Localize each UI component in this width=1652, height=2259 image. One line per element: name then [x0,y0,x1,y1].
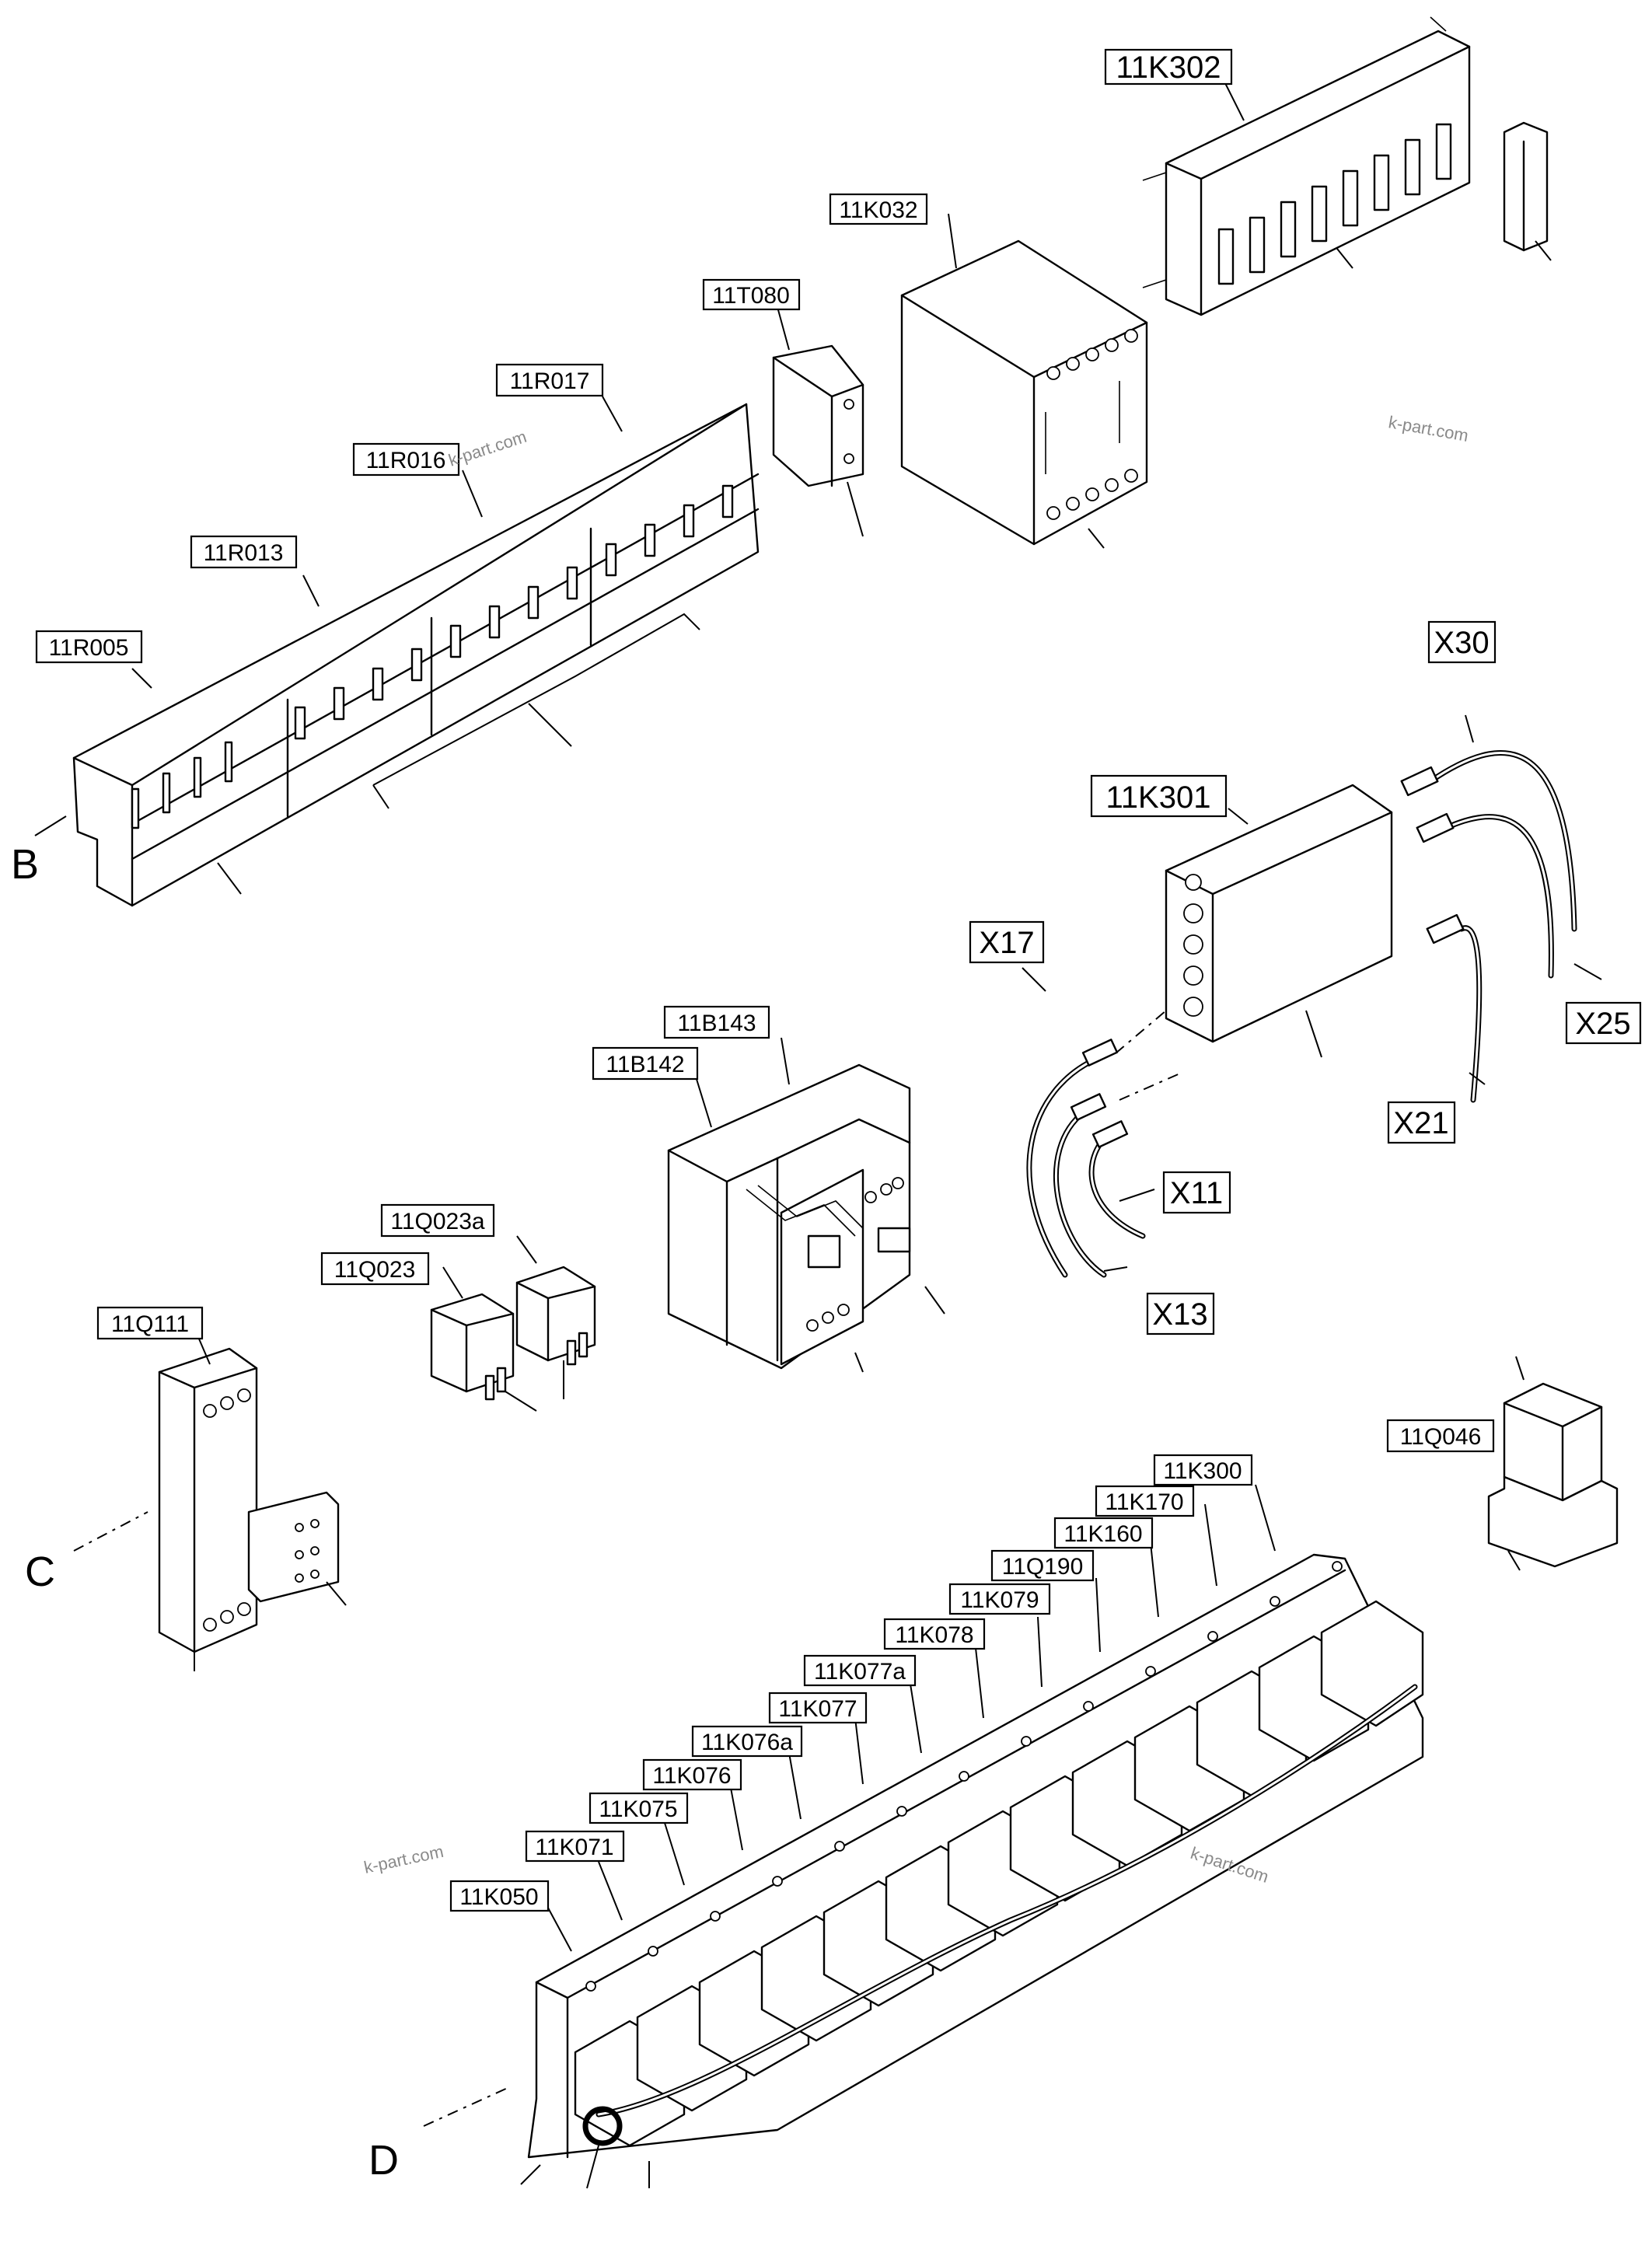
relay-strip [1217,123,1452,285]
view-label-b: B [11,841,39,888]
svg-text:11K301: 11K301 [1106,780,1211,815]
tag-11q046[interactable]: 11Q046 [1386,1419,1495,1453]
svg-text:11K050: 11K050 [459,1884,538,1910]
terminal-block-assembly [34,396,760,907]
tag-11q190[interactable]: 11Q190 [990,1549,1095,1582]
breaker-11q111 [73,1336,347,1671]
tag-11k302[interactable]: 11K302 [1104,48,1233,86]
tag-x17[interactable]: X17 [969,920,1045,964]
tag-11q111[interactable]: 11Q111 [96,1306,204,1340]
view-label-c: C [25,1548,55,1595]
terminal-holes [585,1561,1343,1992]
svg-text:11K032: 11K032 [839,197,917,223]
svg-text:X17: X17 [979,926,1034,960]
tag-11r013[interactable]: 11R013 [190,535,298,569]
svg-text:11K300: 11K300 [1163,1458,1242,1484]
tag-x11[interactable]: X11 [1162,1171,1231,1214]
tag-11k077[interactable]: 11K077 [768,1692,868,1724]
module-11t080 [772,306,864,537]
tag-11k077a[interactable]: 11K077a [803,1654,917,1687]
svg-text:X30: X30 [1434,626,1489,660]
svg-text:11R013: 11R013 [204,540,284,566]
tag-11k079[interactable]: 11K079 [948,1583,1051,1615]
svg-text:11R016: 11R016 [366,448,446,473]
view-label-d: D [368,2137,399,2184]
tag-11q023[interactable]: 11Q023 [320,1252,430,1286]
svg-text:X13: X13 [1152,1297,1207,1332]
svg-text:X11: X11 [1170,1176,1223,1210]
watermark: k-part.com [446,427,529,470]
svg-text:11K077a: 11K077a [814,1659,906,1685]
tag-11k078[interactable]: 11K078 [883,1618,986,1650]
tag-11k075[interactable]: 11K075 [589,1792,689,1824]
svg-text:X25: X25 [1575,1007,1630,1041]
tag-11k170[interactable]: 11K170 [1095,1485,1195,1517]
tag-11k050[interactable]: 11K050 [449,1880,550,1912]
tag-11k076a[interactable]: 11K076a [691,1725,803,1758]
svg-text:11B142: 11B142 [606,1052,684,1077]
svg-text:11T080: 11T080 [712,283,790,309]
tag-11b143[interactable]: 11B143 [663,1005,770,1039]
svg-text:11K076a: 11K076a [701,1730,793,1755]
tag-11b142[interactable]: 11B142 [592,1046,699,1081]
contactors-11b142-11b143 [667,1037,945,1373]
svg-text:11Q111: 11Q111 [111,1311,189,1337]
tag-11r005[interactable]: 11R005 [35,630,143,664]
tag-x21[interactable]: X21 [1387,1101,1456,1144]
tag-11k300[interactable]: 11K300 [1153,1454,1253,1486]
tag-11k071[interactable]: 11K071 [525,1830,625,1863]
connector-plug [1503,121,1552,261]
svg-text:11K078: 11K078 [895,1622,973,1648]
svg-text:11K076: 11K076 [652,1763,731,1789]
svg-text:11Q046: 11Q046 [1400,1424,1482,1450]
relay-11q046 [1487,1356,1619,1571]
svg-text:X21: X21 [1393,1106,1448,1140]
relay-box-11k301 [1165,784,1393,1058]
svg-text:11K077: 11K077 [778,1696,857,1722]
svg-text:11Q190: 11Q190 [1002,1554,1084,1580]
contactor-11k032 [900,213,1148,549]
svg-text:11K079: 11K079 [960,1587,1039,1613]
tag-x30[interactable]: X30 [1427,620,1497,664]
svg-text:11K160: 11K160 [1063,1521,1142,1547]
board-11k302 [1142,16,1471,316]
svg-text:11K071: 11K071 [535,1835,613,1860]
tag-11r016[interactable]: 11R016 [352,442,460,477]
tag-11q023a[interactable]: 11Q023a [380,1203,495,1238]
view-labels: B C D [11,841,399,2184]
callout-tags: 11K302 11K032 11T080 11R017 11R016 11R01… [35,48,1642,1912]
relay-rail-assembly [423,1484,1424,2189]
svg-text:11K075: 11K075 [599,1796,677,1822]
svg-text:11Q023a: 11Q023a [390,1209,485,1234]
watermark: k-part.com [362,1842,445,1877]
svg-text:11R017: 11R017 [510,368,590,394]
svg-text:11Q023: 11Q023 [334,1257,416,1283]
relay-modules [574,1600,1424,2147]
tag-11k032[interactable]: 11K032 [829,193,928,225]
svg-text:11K170: 11K170 [1105,1489,1183,1515]
tag-11r017[interactable]: 11R017 [495,363,604,397]
svg-text:11B143: 11B143 [677,1011,756,1036]
tag-11k076[interactable]: 11K076 [642,1758,742,1791]
tag-x25[interactable]: X25 [1565,1001,1642,1045]
tag-x13[interactable]: X13 [1146,1292,1215,1335]
relays-11q023 [430,1235,596,1412]
tag-11k301[interactable]: 11K301 [1090,774,1228,818]
tag-11t080[interactable]: 11T080 [702,278,801,311]
cables [1022,714,1602,1278]
svg-text:11K302: 11K302 [1116,51,1221,85]
watermark: k-part.com [1387,412,1470,445]
resistor-row [131,484,734,829]
tag-11k160[interactable]: 11K160 [1053,1517,1154,1549]
svg-text:11R005: 11R005 [49,635,129,661]
